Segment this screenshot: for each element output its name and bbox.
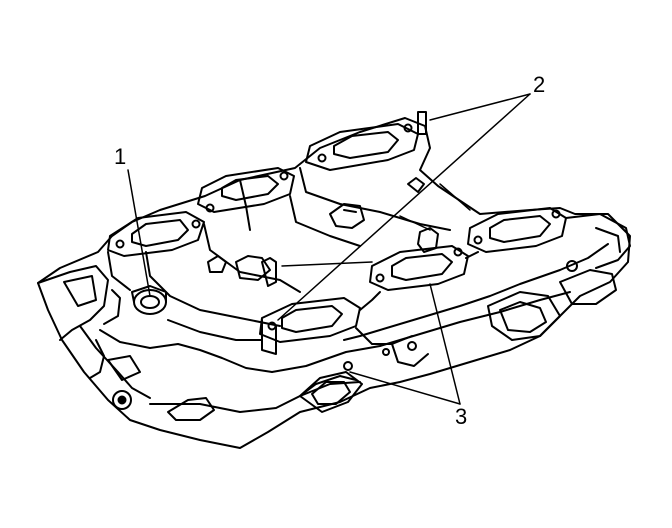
leader-3b <box>349 371 461 405</box>
callout-3-label: 3 <box>455 404 468 429</box>
leader-2b <box>277 93 531 321</box>
leader-2d <box>281 261 373 267</box>
mount-boss-right <box>566 260 578 272</box>
runner-port-3 <box>131 219 189 247</box>
runner-port-6 <box>281 305 343 333</box>
right-end-casting <box>565 213 631 269</box>
leader-2a <box>429 93 531 121</box>
runner-port-2 <box>221 175 279 201</box>
runner-flange-3 <box>107 211 205 257</box>
leader-3a <box>429 283 461 405</box>
runner-port-5 <box>391 253 453 281</box>
mount-boss-lower-left <box>112 390 132 410</box>
runner-flange-5 <box>369 245 469 291</box>
runner-flange-2 <box>197 167 295 213</box>
leader-1 <box>127 169 151 297</box>
runner-duct-right-2 <box>299 371 363 413</box>
runner-flange-4 <box>467 207 567 253</box>
callout-leaders <box>127 93 531 405</box>
runner-flange-6 <box>259 297 361 343</box>
leader-3c <box>399 215 431 231</box>
runner-flange-1 <box>305 123 419 171</box>
runner-port-1 <box>333 131 399 159</box>
runner-port-4 <box>489 215 551 243</box>
callout-1-label: 1 <box>114 144 127 169</box>
runner-duct-right-1 <box>487 291 561 341</box>
left-end-casting <box>37 265 109 341</box>
leader-2c <box>439 183 471 211</box>
callout-2-label: 2 <box>533 72 546 97</box>
manifold-outline <box>37 117 631 449</box>
